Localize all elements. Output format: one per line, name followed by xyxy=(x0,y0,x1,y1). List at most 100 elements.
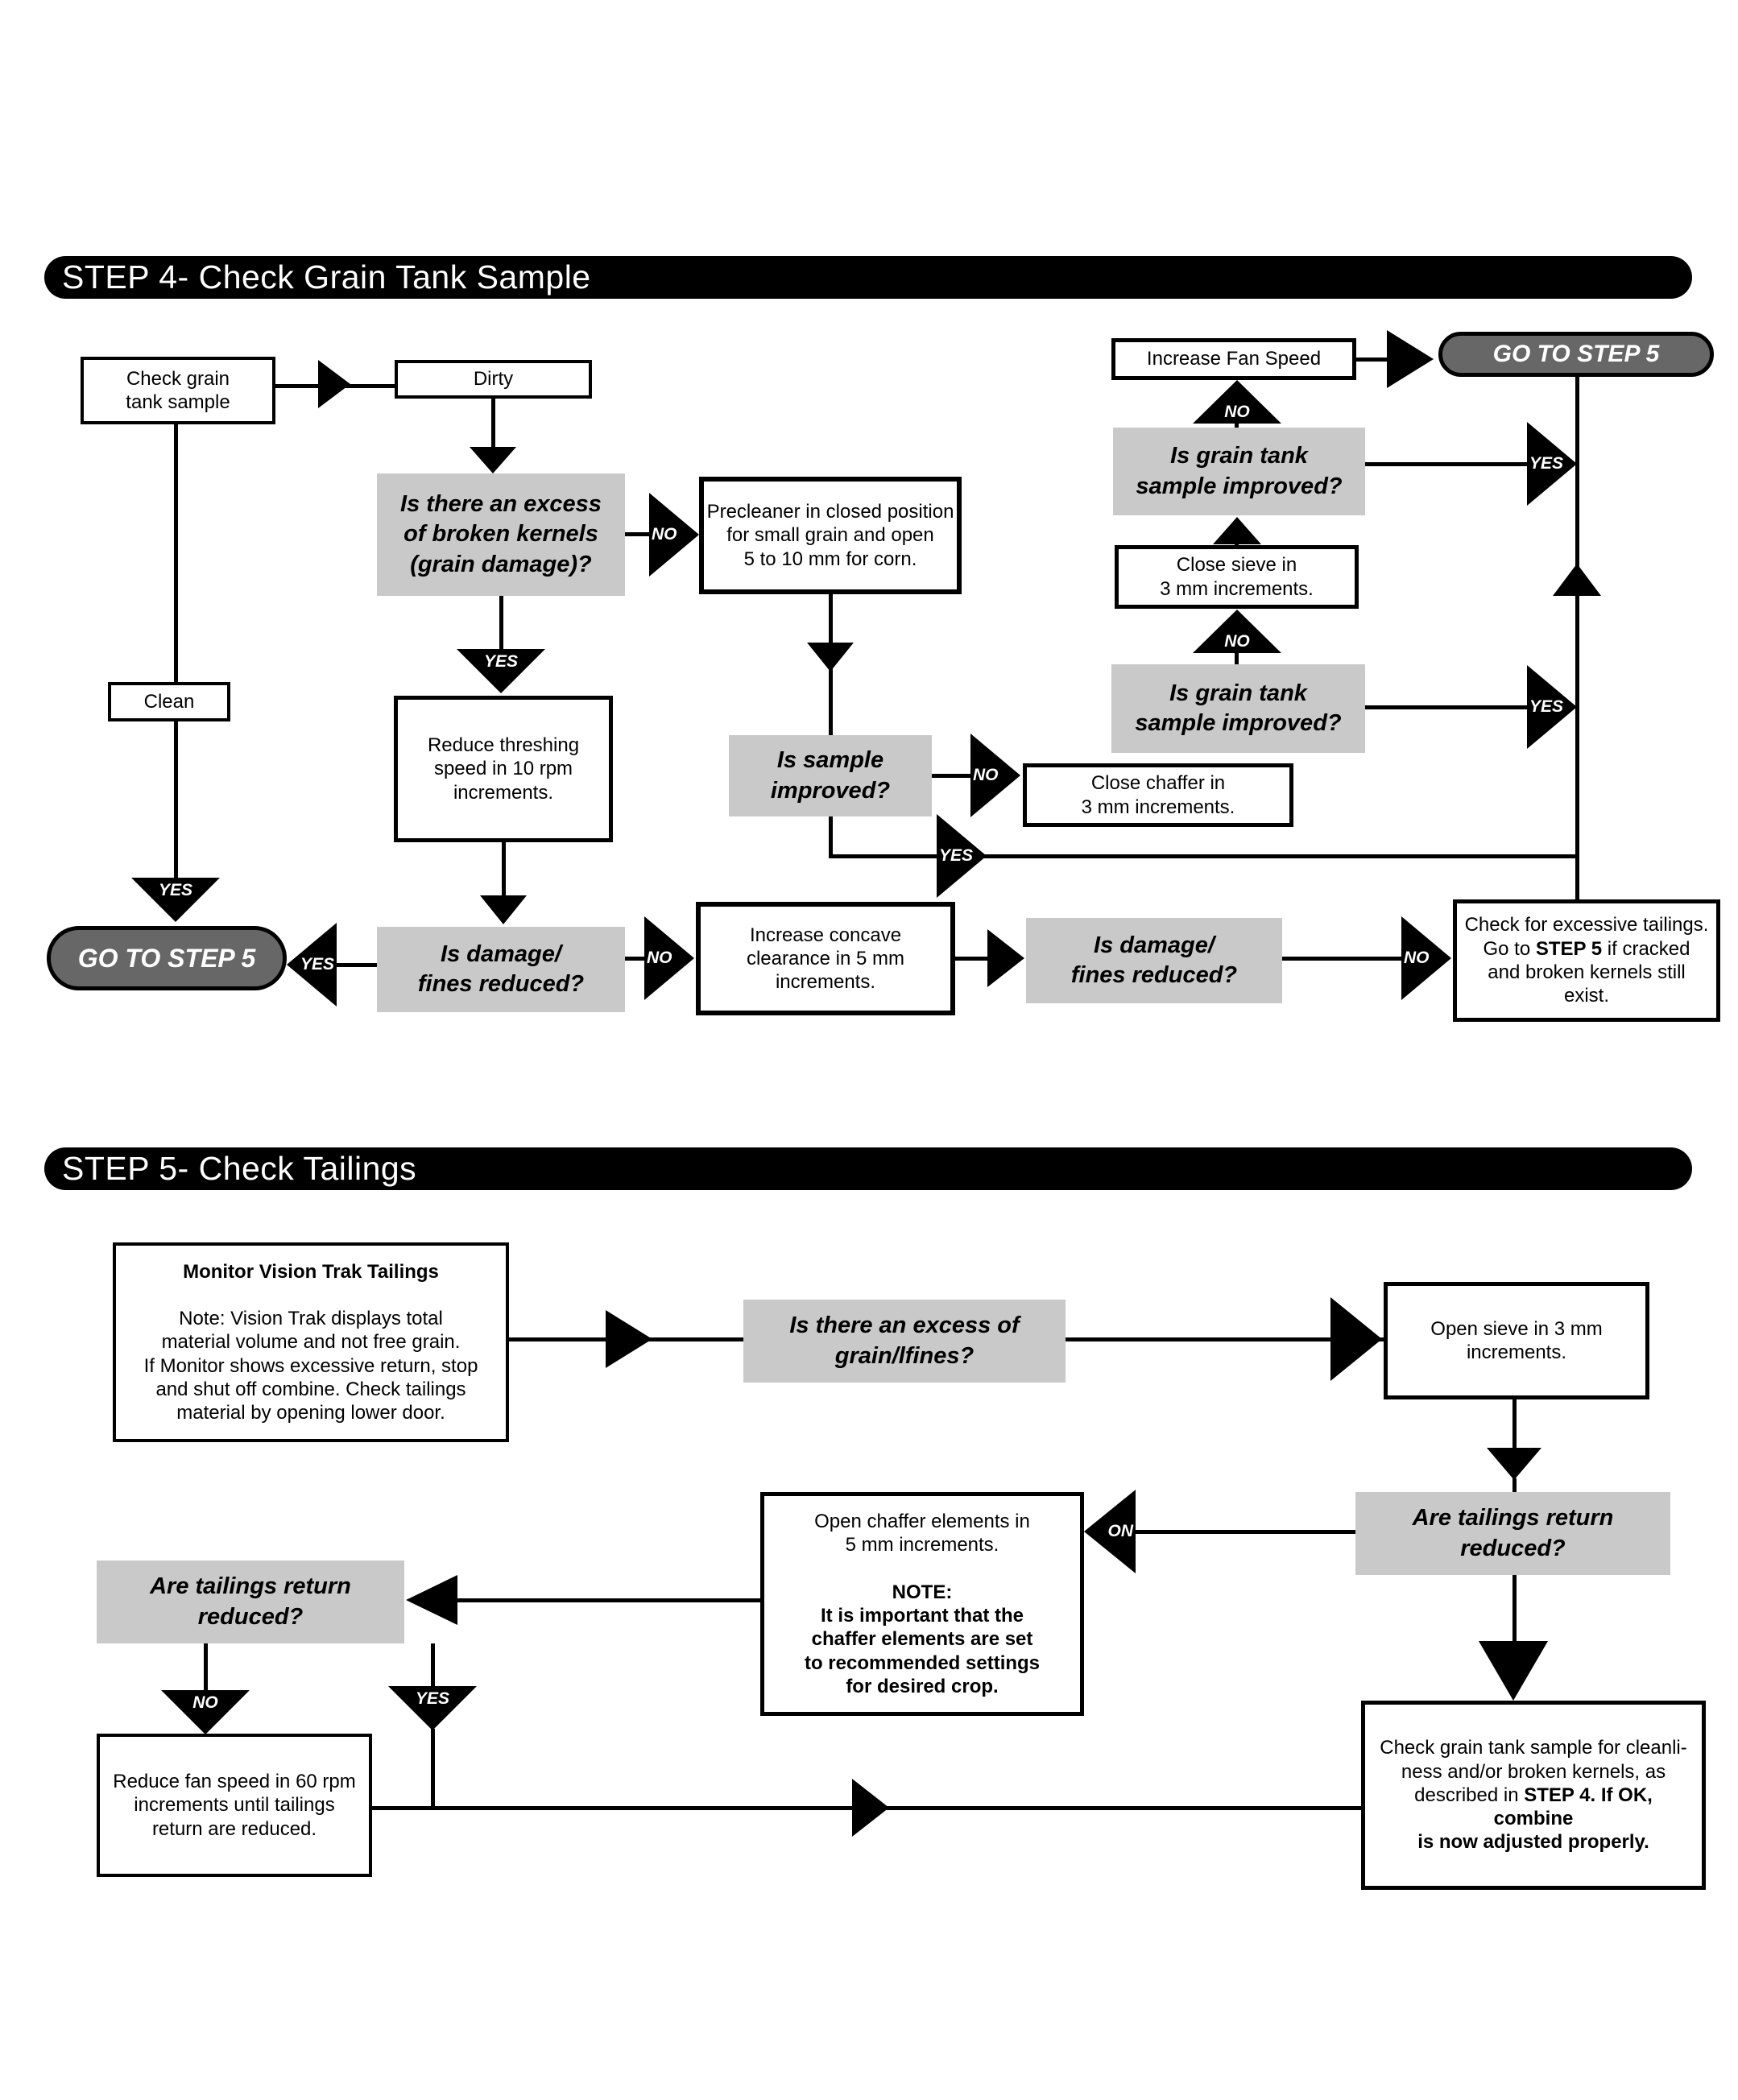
flow-line xyxy=(491,399,495,449)
flow-line xyxy=(829,854,1579,858)
arrow-label-yes: YES xyxy=(415,1689,450,1708)
arrowhead-right-icon xyxy=(1527,422,1577,506)
arrowhead-down-icon xyxy=(161,1690,250,1734)
arrow-yes-to-goto-step5: YES xyxy=(287,923,337,1007)
arrowhead-right-icon xyxy=(318,360,350,408)
arrowhead-down-icon xyxy=(388,1686,477,1730)
open-chaffer-note: NOTE: It is important that the chaffer e… xyxy=(804,1581,1041,1697)
node-increase-fan-speed: Increase Fan Speed xyxy=(1111,338,1356,380)
node-close-sieve: Close sieve in 3 mm increments. xyxy=(1115,545,1359,609)
arrow-yes-improved1-to-step5: YES xyxy=(1527,422,1577,506)
decision-is-sample-improved: Is sample improved? xyxy=(729,735,932,816)
flow-line xyxy=(1365,705,1534,709)
decision-tailings-reduced-right: Are tailings return reduced? xyxy=(1355,1492,1670,1575)
flow-line xyxy=(499,596,503,651)
decision-damage-fines-reduced-1: Is damage/ fines reduced? xyxy=(377,927,625,1012)
arrowhead-right-icon xyxy=(937,814,987,898)
flow-line xyxy=(932,774,970,778)
flow-line xyxy=(502,842,506,897)
flow-line xyxy=(1512,1575,1517,1644)
node-clean: Clean xyxy=(108,682,230,721)
arrow-label-no: NO xyxy=(1224,403,1250,421)
arrow-no-to-reduce-fan: NO xyxy=(161,1690,250,1734)
goto-step5-pill-left: GO TO STEP 5 xyxy=(47,926,287,990)
arrowhead-up-icon xyxy=(1553,564,1601,596)
arrow-label-yes: YES xyxy=(158,881,193,899)
flow-line xyxy=(1512,1478,1517,1492)
step4-header: STEP 4- Check Grain Tank Sample xyxy=(44,256,1692,299)
decision-excess-broken-kernels: Is there an excess of broken kernels (gr… xyxy=(377,473,625,596)
arrow-yes-to-final: YES xyxy=(388,1686,477,1730)
flow-line xyxy=(457,1598,760,1602)
monitor-body: Note: Vision Trak displays total materia… xyxy=(143,1308,478,1424)
arrow-yes-to-reduce-threshing: YES xyxy=(457,649,545,693)
flow-line xyxy=(829,816,833,858)
decision-grain-tank-improved-1: Is grain tank sample improved? xyxy=(1113,428,1365,515)
arrow-label-on: ON xyxy=(1107,1522,1134,1540)
arrowhead-up-icon xyxy=(1193,380,1281,424)
node-open-chaffer-elements: Open chaffer elements in 5 mm increments… xyxy=(760,1492,1084,1716)
arrowhead-right-icon xyxy=(852,1779,889,1837)
arrow-no-to-check-tailings: NO xyxy=(1401,916,1451,1000)
goto-step5-pill-right: GO TO STEP 5 xyxy=(1438,332,1714,377)
decision-grain-tank-improved-2: Is grain tank sample improved? xyxy=(1111,664,1365,753)
decision-excess-grain-fines: Is there an excess of grain/lfines? xyxy=(743,1300,1066,1383)
arrow-no-to-close-sieve: NO xyxy=(1193,610,1281,653)
arrow-on-to-open-chaffer: ON xyxy=(1084,1490,1136,1573)
arrow-label-yes: YES xyxy=(939,846,974,865)
flow-line xyxy=(1134,1530,1355,1534)
node-close-chaffer: Close chaffer in 3 mm increments. xyxy=(1023,763,1293,827)
arrowhead-down-icon xyxy=(131,878,220,922)
flow-line xyxy=(955,957,992,961)
arrow-label-no: NO xyxy=(1224,632,1250,651)
arrow-label-no: NO xyxy=(652,525,677,544)
arrowhead-right-icon xyxy=(1387,330,1434,388)
arrow-no-to-increase-fan: NO xyxy=(1193,380,1281,424)
arrowhead-right-icon xyxy=(1401,916,1451,1000)
arrowhead-left-icon xyxy=(1084,1490,1136,1573)
arrowhead-right-icon xyxy=(644,916,694,1000)
flow-line xyxy=(1356,358,1395,362)
arrow-label-no: NO xyxy=(1404,949,1430,967)
arrowhead-up-icon xyxy=(1193,610,1281,653)
node-increase-concave-clearance: Increase concave clearance in 5 mm incre… xyxy=(696,902,955,1015)
arrowhead-down-icon xyxy=(457,649,545,693)
flow-line xyxy=(1575,377,1579,899)
arrow-label-yes: YES xyxy=(1529,697,1564,716)
arrowhead-down-icon xyxy=(1479,1641,1548,1701)
arrow-label-yes: YES xyxy=(300,955,334,974)
flow-line xyxy=(174,721,178,879)
node-dirty: Dirty xyxy=(395,360,592,399)
flow-line xyxy=(1365,462,1534,466)
final-bold: STEP 4. If OK, combine is now adjusted p… xyxy=(1417,1784,1653,1854)
arrowhead-down-icon xyxy=(480,895,527,924)
arrow-label-no: NO xyxy=(192,1693,218,1712)
arrowhead-right-icon xyxy=(1330,1297,1382,1381)
decision-tailings-reduced-left: Are tailings return reduced? xyxy=(97,1561,404,1643)
flow-line xyxy=(431,1729,435,1810)
arrowhead-down-icon xyxy=(470,447,516,473)
node-reduce-threshing-speed: Reduce threshing speed in 10 rpm increme… xyxy=(394,696,613,842)
arrow-no-to-precleaner: NO xyxy=(649,493,699,577)
arrow-label-no: NO xyxy=(647,949,672,967)
arrowhead-down-icon xyxy=(807,643,854,672)
arrow-yes-to-step5-line: YES xyxy=(937,814,987,898)
flow-line xyxy=(174,424,178,682)
node-open-sieve: Open sieve in 3 mm increments. xyxy=(1384,1282,1649,1399)
node-check-grain-tank-sample: Check grain tank sample xyxy=(81,357,275,424)
flow-line xyxy=(337,963,377,967)
flow-line xyxy=(1066,1337,1384,1341)
flow-line xyxy=(625,532,652,536)
arrowhead-right-icon xyxy=(1527,665,1577,749)
arrow-label-no: NO xyxy=(973,766,999,784)
node-final-check-grain-tank: Check grain tank sample for cleanli- nes… xyxy=(1361,1701,1706,1890)
arrowhead-right-icon xyxy=(970,734,1020,817)
arrowhead-right-icon xyxy=(987,929,1024,987)
node-check-excessive-tailings: Check for excessive tailings. Go to STEP… xyxy=(1453,899,1720,1022)
step5-header: STEP 5- Check Tailings xyxy=(44,1147,1692,1190)
arrowhead-left-icon xyxy=(287,923,337,1007)
flow-line xyxy=(1282,957,1403,961)
arrow-yes-improved2-to-step5: YES xyxy=(1527,665,1577,749)
node-reduce-fan-speed: Reduce fan speed in 60 rpm increments un… xyxy=(97,1734,372,1877)
